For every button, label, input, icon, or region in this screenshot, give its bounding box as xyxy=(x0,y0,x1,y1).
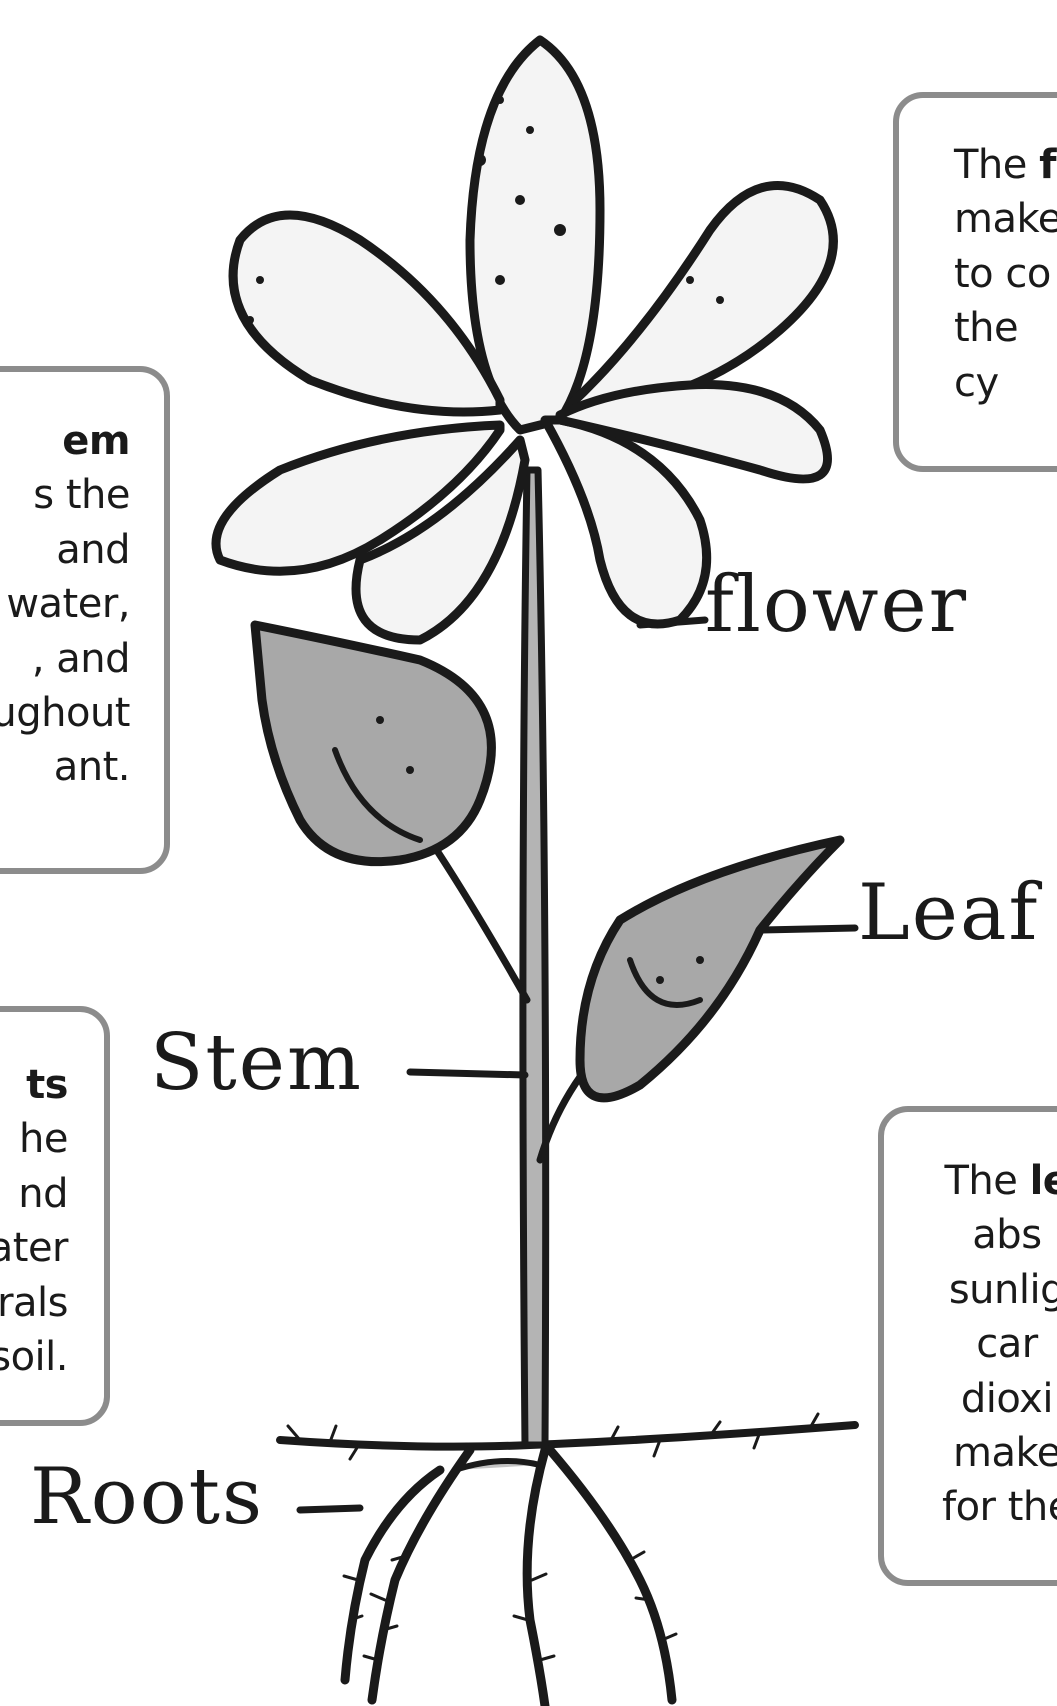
label-leaf: Leaf xyxy=(858,868,1039,958)
roots-drawing xyxy=(280,1414,855,1706)
label-flower: flower xyxy=(705,560,968,650)
stem-drawing xyxy=(523,470,546,1445)
label-stem: Stem xyxy=(150,1018,363,1108)
label-roots: Roots xyxy=(30,1452,264,1542)
left-leaf-drawing xyxy=(255,625,491,862)
right-leaf-drawing xyxy=(580,840,840,1098)
